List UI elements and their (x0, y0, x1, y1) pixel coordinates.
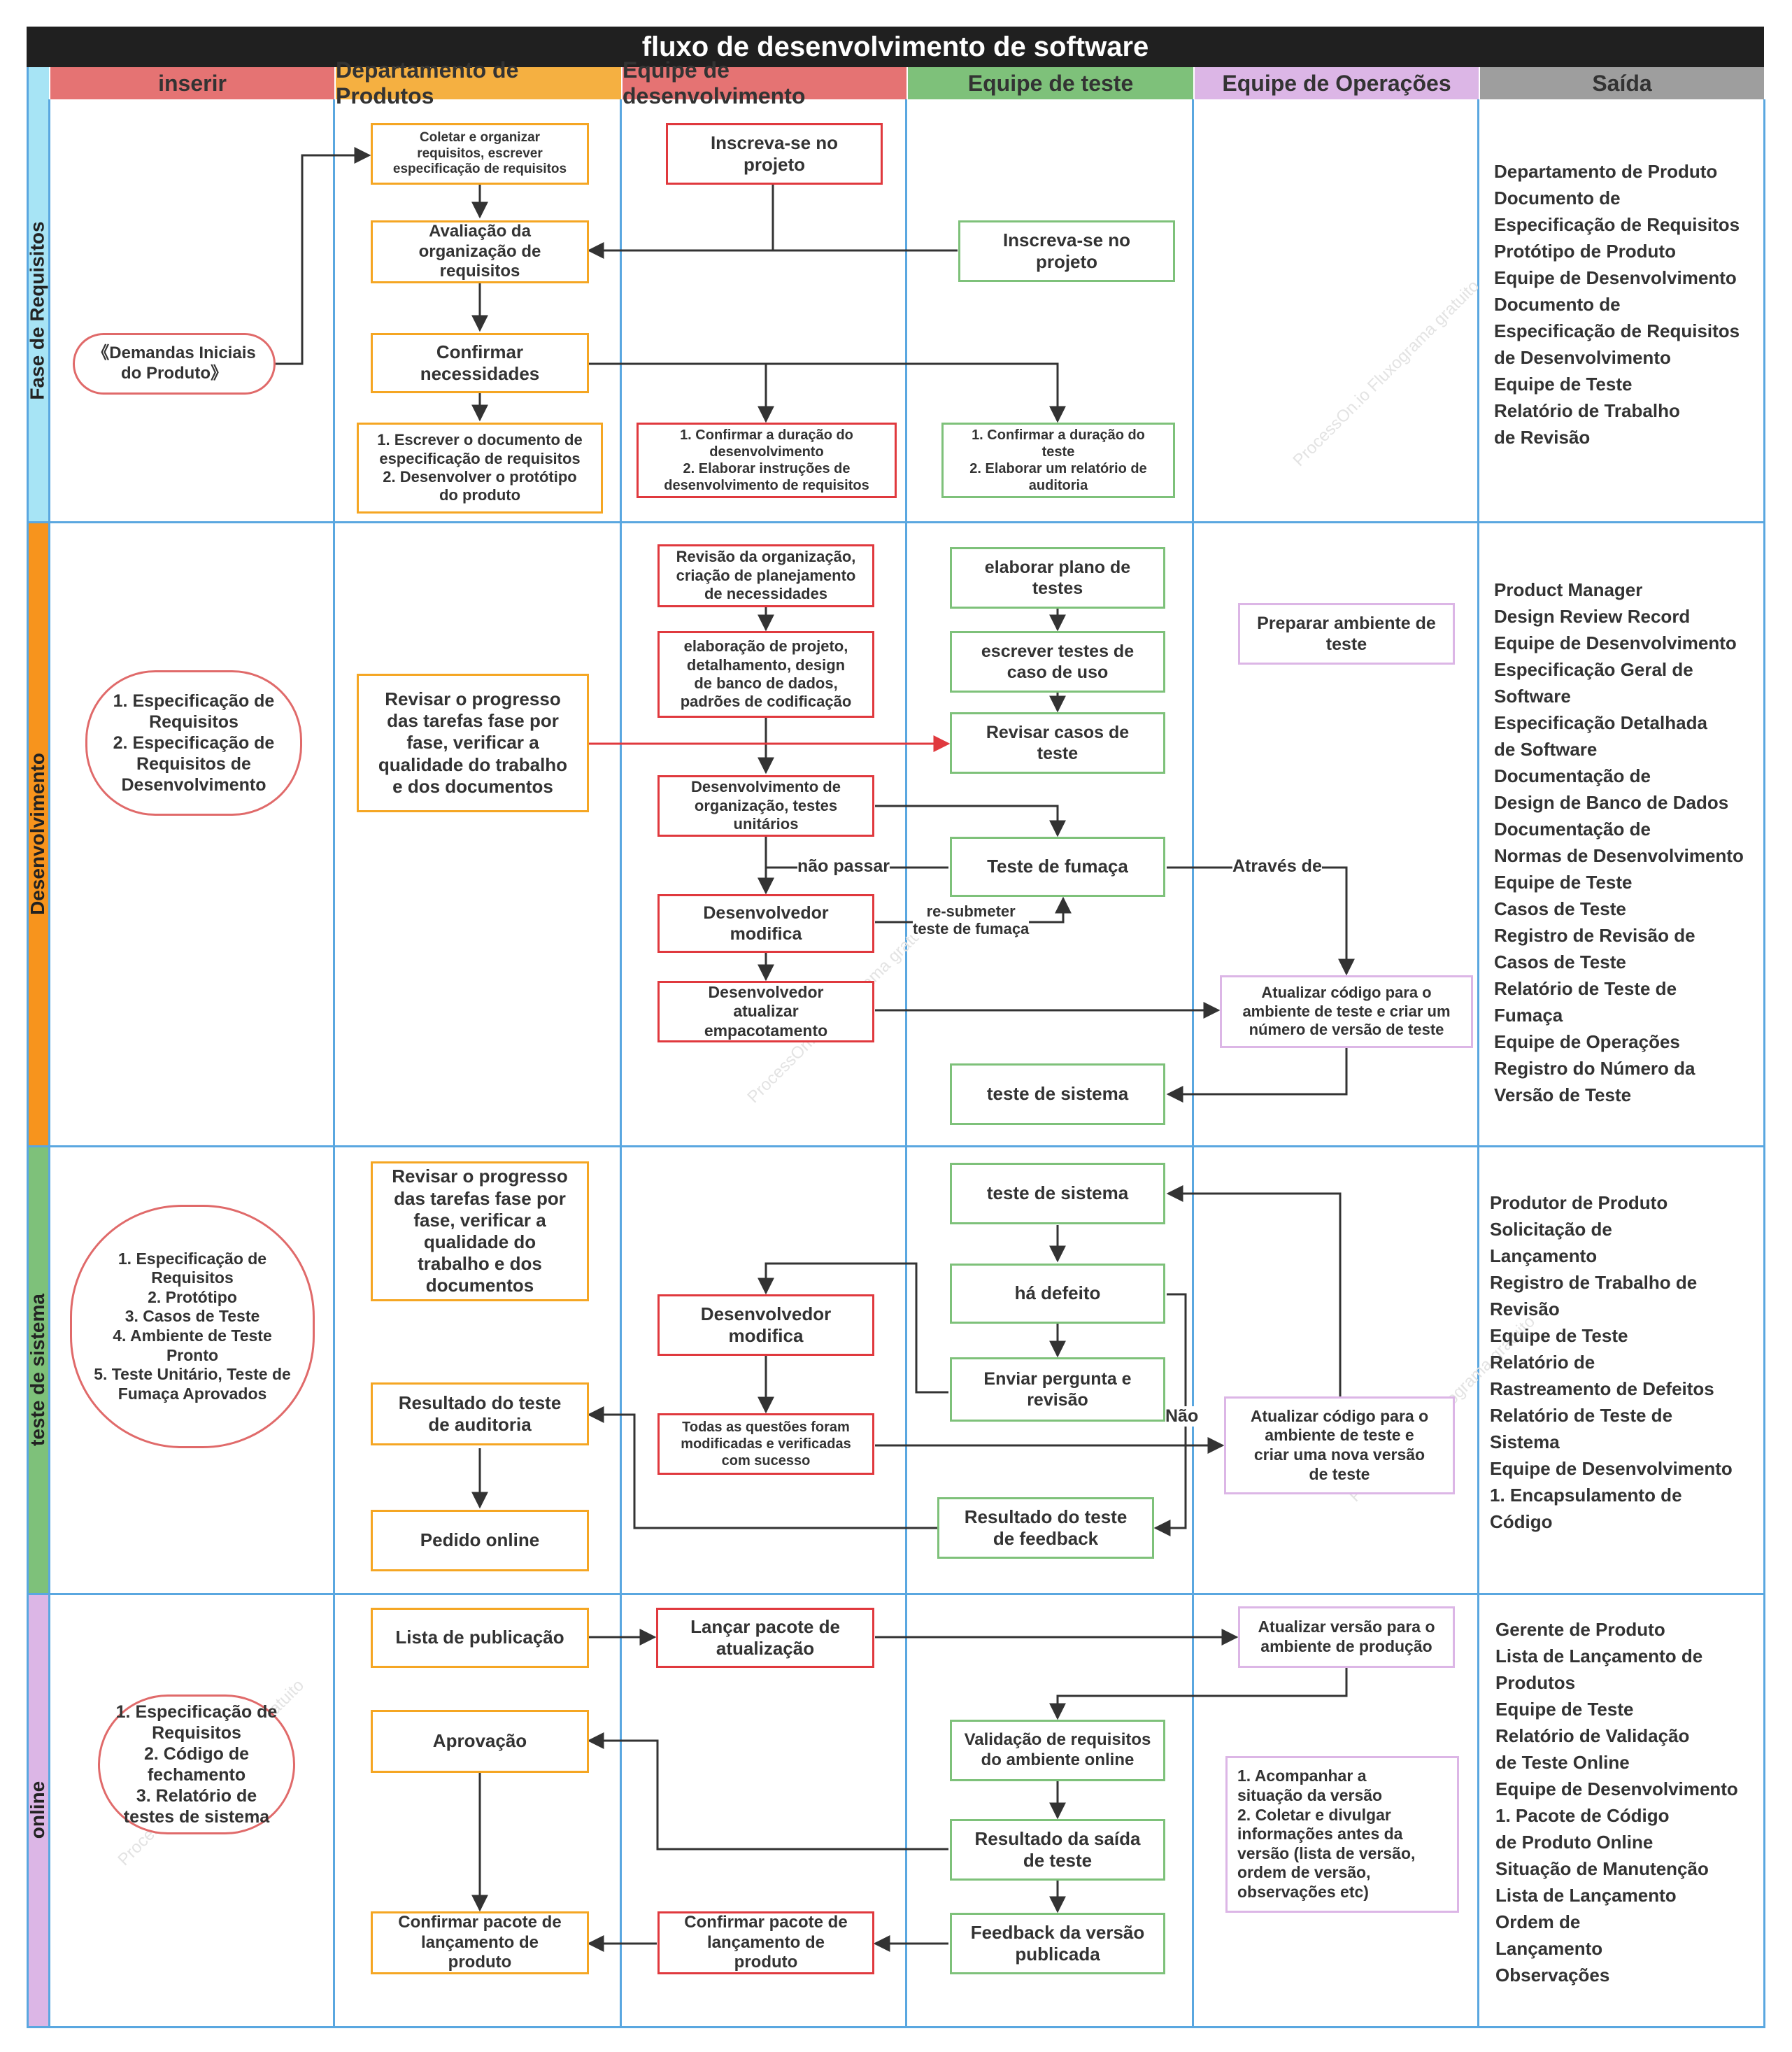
node-atualizar-codigo-nova-versao[interactable]: Atualizar código para o ambiente de test… (1224, 1396, 1455, 1494)
node-avaliacao-requisitos[interactable]: Avaliação da organização de requisitos (371, 220, 589, 283)
node-confirmar-pacote-produtos[interactable]: Confirmar pacote de lançamento de produt… (371, 1911, 589, 1974)
node-atualizar-codigo-teste[interactable]: Atualizar código para o ambiente de test… (1220, 975, 1473, 1048)
diagram-title: fluxo de desenvolvimento de software (27, 27, 1764, 67)
node-feedback-versao[interactable]: Feedback da versão publicada (950, 1913, 1165, 1974)
node-questoes-modificadas[interactable]: Todas as questões foram modificadas e ve… (657, 1413, 874, 1475)
connector (758, 1262, 948, 1394)
grid-line (620, 99, 622, 2028)
connector (274, 147, 371, 365)
node-pedido-online[interactable]: Pedido online (371, 1510, 589, 1571)
node-inscreva-dev[interactable]: Inscreva-se no projeto (666, 123, 883, 185)
node-resultado-feedback[interactable]: Resultado do teste de feedback (937, 1497, 1154, 1559)
label-resubmeter: re-submeter teste de fumaça (913, 903, 1030, 938)
grid-line (333, 99, 335, 2028)
grid-line (27, 521, 1765, 523)
node-especificacao-online[interactable]: 1. Especificação de Requisitos 2. Código… (98, 1694, 295, 1834)
output-teste-sistema: Produtor de Produto Solicitação de Lança… (1490, 1192, 1733, 1532)
node-especificacao-desenvolvimento[interactable]: 1. Especificação de Requisitos 2. Especi… (85, 670, 302, 816)
node-desenvolvimento-testes-unitarios[interactable]: Desenvolvimento de organização, testes u… (657, 775, 874, 837)
node-lista-publicacao[interactable]: Lista de publicação (371, 1608, 589, 1668)
column-header-equipe-operacoes: Equipe de Operações (1193, 67, 1479, 99)
connector (1166, 1048, 1348, 1103)
node-resultado-teste-auditoria[interactable]: Resultado do teste de auditoria (371, 1382, 589, 1445)
node-resultado-saida-teste[interactable]: Resultado da saída de teste (950, 1819, 1165, 1881)
node-revisar-progresso-teste[interactable]: Revisar o progresso das tarefas fase por… (371, 1161, 589, 1301)
node-escrever-testes-caso[interactable]: escrever testes de caso de uso (950, 631, 1165, 693)
grid-line (27, 67, 29, 2028)
label-atraves-de: Através de (1232, 856, 1322, 877)
grid-line (27, 1593, 1765, 1595)
node-preparar-ambiente[interactable]: Preparar ambiente de teste (1238, 603, 1455, 665)
node-confirmar-pacote-dev[interactable]: Confirmar pacote de lançamento de produt… (657, 1911, 874, 1974)
node-desenvolvedor-atualizar[interactable]: Desenvolvedor atualizar empacotamento (657, 981, 874, 1042)
node-elaborar-plano[interactable]: elaborar plano de testes (950, 547, 1165, 609)
node-aprovacao[interactable]: Aprovação (371, 1710, 589, 1773)
grid-line (1192, 99, 1194, 2028)
column-header-saida: Saída (1479, 67, 1764, 99)
node-ha-defeito[interactable]: há defeito (950, 1264, 1165, 1324)
node-confirmar-duracao-dev[interactable]: 1. Confirmar a duração do desenvolviment… (637, 423, 897, 498)
node-revisao-organizacao[interactable]: Revisão da organização, criação de plane… (657, 544, 874, 607)
node-demandas-iniciais[interactable]: 《Demandas Iniciais do Produto》 (73, 333, 276, 395)
node-teste-fumaca[interactable]: Teste de fumaça (950, 837, 1165, 897)
grid-line (905, 99, 907, 2028)
column-header-inserir: inserir (49, 67, 334, 99)
node-revisar-progresso-dev[interactable]: Revisar o progresso das tarefas fase por… (357, 674, 589, 812)
phase-label-requisitos: Fase de Requisitos (27, 99, 49, 522)
column-header-departamento-produtos: Departamento de Produtos (334, 57, 621, 108)
grid-line (1763, 99, 1765, 2028)
connector (587, 1406, 937, 1529)
connector (587, 1732, 948, 1851)
phase-label-online: online (27, 1594, 49, 2026)
phase-label-teste-sistema: teste de sistema (27, 1146, 49, 1594)
output-online: Gerente de Produto Lista de Lançamento d… (1495, 1619, 1738, 1986)
node-validacao-requisitos-online[interactable]: Validação de requisitos do ambiente onli… (950, 1720, 1165, 1781)
node-atualizar-versao-producao[interactable]: Atualizar versão para o ambiente de prod… (1238, 1606, 1455, 1668)
grid-line (48, 99, 50, 2028)
output-desenvolvimento: Product Manager Design Review Record Equ… (1494, 579, 1744, 1105)
node-lancar-pacote[interactable]: Lançar pacote de atualização (656, 1608, 874, 1668)
node-inscreva-teste[interactable]: Inscreva-se no projeto (958, 220, 1175, 282)
node-enviar-pergunta[interactable]: Enviar pergunta e revisão (950, 1357, 1165, 1422)
phase-label-desenvolvimento: Desenvolvimento (27, 522, 49, 1146)
connector (1167, 866, 1355, 976)
node-especificacao-teste[interactable]: 1. Especificação de Requisitos 2. Protót… (70, 1205, 315, 1448)
label-nao-passar: não passar (797, 856, 890, 877)
node-confirmar-necessidades[interactable]: Confirmar necessidades (371, 333, 589, 393)
node-teste-sistema[interactable]: teste de sistema (950, 1163, 1165, 1224)
grid-line (27, 2026, 1765, 2028)
node-teste-sistema-dev[interactable]: teste de sistema (950, 1063, 1165, 1125)
connector (1166, 1185, 1342, 1396)
node-escrever-documento[interactable]: 1. Escrever o documento de especificação… (357, 423, 603, 514)
grid-line (27, 1145, 1765, 1147)
node-desenvolvedor-modifica-teste[interactable]: Desenvolvedor modifica (657, 1294, 874, 1356)
node-confirmar-duracao-teste[interactable]: 1. Confirmar a duração do teste 2. Elabo… (941, 423, 1175, 498)
node-elaboracao-projeto[interactable]: elaboração de projeto, detalhamento, des… (657, 631, 874, 718)
node-coletar-requisitos[interactable]: Coletar e organizar requisitos, escrever… (371, 123, 589, 185)
grid-line (1477, 99, 1479, 2028)
node-acompanhar-versao[interactable]: 1. Acompanhar a situação da versão 2. Co… (1225, 1756, 1459, 1913)
node-desenvolvedor-modifica-dev[interactable]: Desenvolvedor modifica (657, 894, 874, 953)
connector (589, 362, 1066, 423)
connector (875, 805, 1066, 837)
header-corner (27, 67, 49, 99)
label-nao: Não (1165, 1406, 1199, 1427)
column-header-equipe-teste: Equipe de teste (906, 67, 1193, 99)
connector (1049, 1668, 1348, 1720)
output-requisitos: Departamento de Produto Documento de Esp… (1494, 161, 1740, 448)
node-revisar-casos[interactable]: Revisar casos de teste (950, 712, 1165, 774)
